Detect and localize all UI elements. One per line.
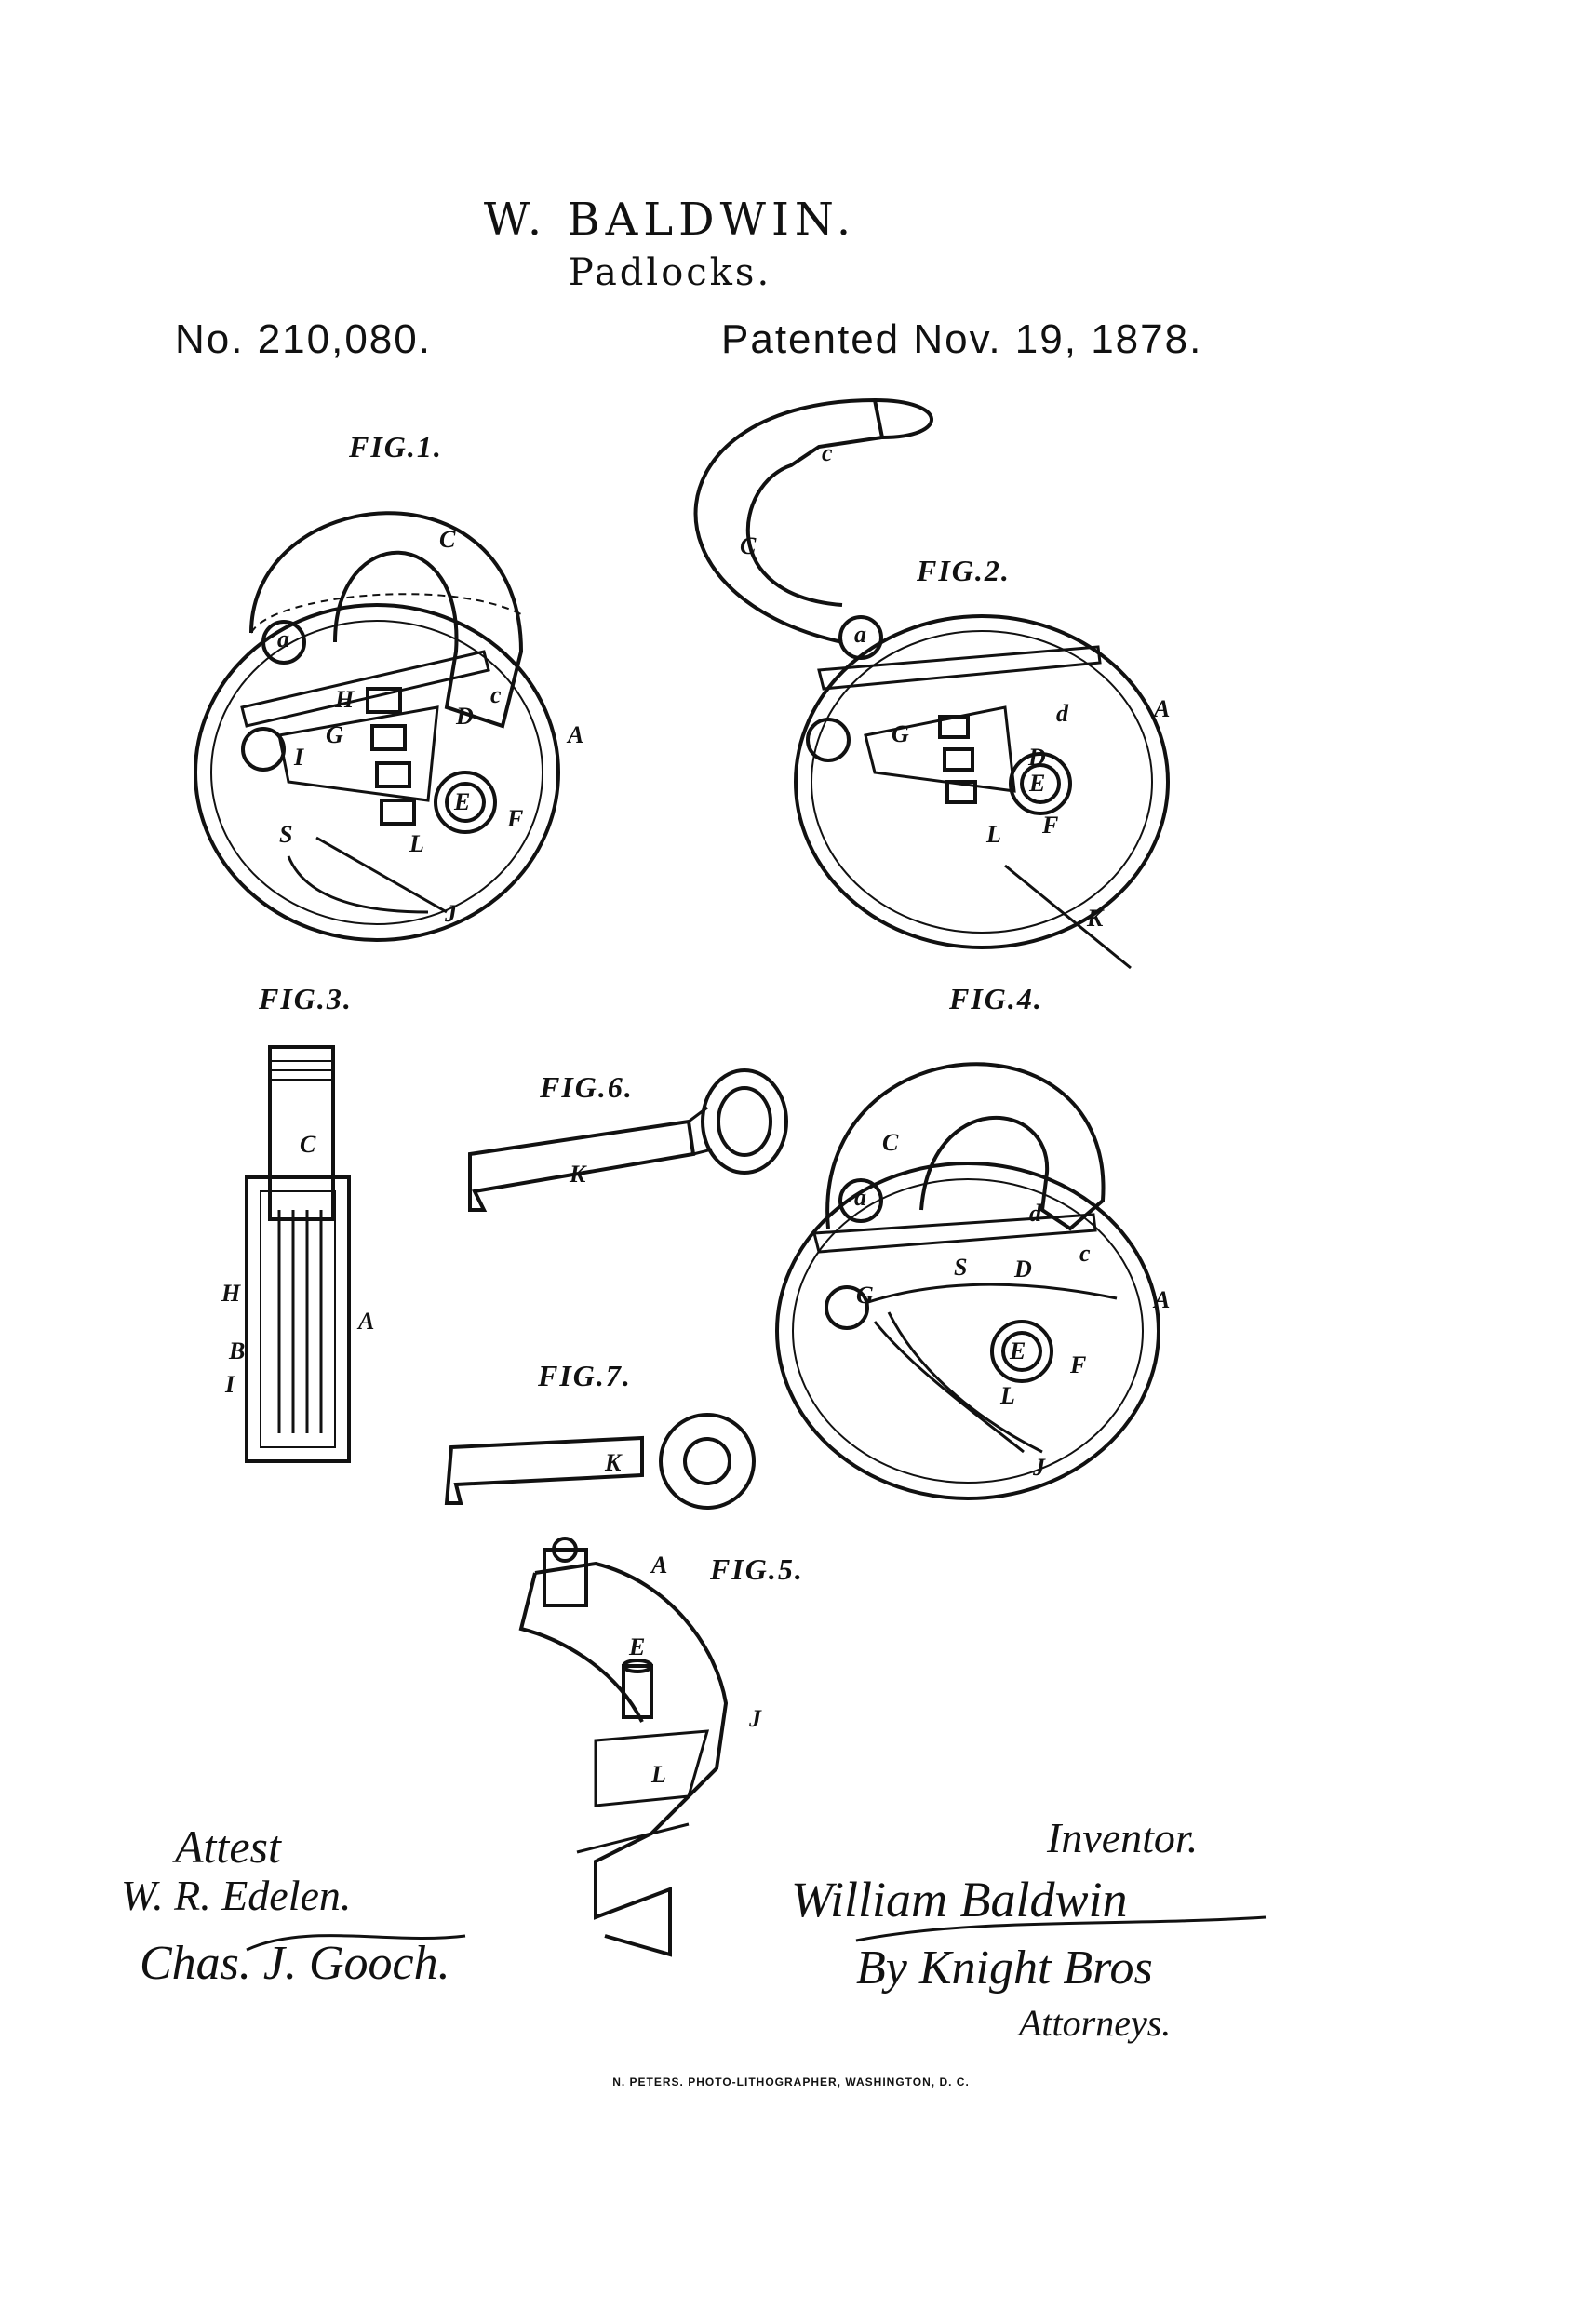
- fig3-section-drawing: [245, 1045, 351, 1463]
- label-c-fig1: c: [490, 681, 502, 708]
- label-B-fig3: B: [228, 1337, 245, 1364]
- label-C-fig3: C: [300, 1131, 316, 1158]
- label-J-fig4: J: [1032, 1454, 1046, 1481]
- label-c-fig4: c: [1079, 1240, 1091, 1267]
- label-H-fig3: H: [221, 1280, 241, 1307]
- label-C-fig1: C: [439, 526, 456, 553]
- label-K-fig2: K: [1086, 905, 1105, 932]
- patent-number: No. 210,080.: [175, 316, 432, 362]
- label-D-fig1: D: [455, 703, 474, 730]
- lithographer-credit: N. PETERS. PHOTO-LITHOGRAPHER, WASHINGTO…: [612, 2075, 970, 2089]
- label-a-fig2: a: [854, 621, 866, 648]
- label-S-fig1: S: [279, 821, 292, 848]
- label-D-fig2: D: [1027, 744, 1046, 771]
- fig5-section-drawing: [518, 1537, 729, 1957]
- label-F-fig2: F: [1041, 812, 1058, 839]
- label-I-fig3: I: [224, 1371, 235, 1398]
- label-L-fig4: L: [999, 1382, 1015, 1409]
- label-J-fig5: J: [748, 1705, 762, 1732]
- label-C-fig4: C: [882, 1129, 899, 1156]
- label-L-fig2: L: [985, 821, 1001, 848]
- fig7-label: FIG.7.: [538, 1359, 632, 1392]
- attest-heading: Attest: [175, 1820, 281, 1873]
- signature-flourishes: [246, 1915, 1267, 1952]
- fig7-key-drawing: [444, 1413, 756, 1510]
- fig6-key-drawing: [468, 1068, 788, 1212]
- fig1-padlock-drawing: [194, 511, 560, 942]
- patent-date: Patented Nov. 19, 1878.: [721, 316, 1203, 362]
- inventor-heading: Inventor.: [1047, 1814, 1199, 1861]
- label-E-fig4: E: [1009, 1337, 1026, 1364]
- fig6-label: FIG.6.: [540, 1070, 634, 1104]
- label-F-fig4: F: [1069, 1351, 1086, 1378]
- label-E-fig2: E: [1028, 770, 1045, 797]
- label-G-fig1: G: [326, 721, 343, 748]
- fig2-label: FIG.2.: [917, 554, 1011, 587]
- fig4-padlock-drawing: [775, 1062, 1160, 1500]
- label-a-fig4: a: [854, 1184, 866, 1211]
- inventor-name: W. BALDWIN.: [483, 194, 857, 246]
- inventor-signature: William Baldwin: [791, 1872, 1128, 1928]
- fig5-label: FIG.5.: [710, 1552, 804, 1586]
- label-c-fig2: c: [822, 439, 833, 466]
- label-G-fig4: G: [856, 1282, 874, 1309]
- fig4-label: FIG.4.: [949, 982, 1043, 1015]
- label-E-fig1: E: [453, 788, 470, 815]
- witness-signature-2: Chas. J. Gooch.: [140, 1937, 450, 1990]
- label-A-fig5: A: [650, 1552, 667, 1578]
- label-d-fig2: d: [1056, 700, 1069, 727]
- fig2-padlock-drawing: [693, 397, 1170, 970]
- part-callouts: C A G H I D E F L S J a c C c A G d D E …: [221, 439, 1170, 1788]
- label-A-fig1: A: [566, 721, 583, 748]
- label-a-fig1: a: [277, 625, 289, 652]
- label-C-fig2: C: [740, 532, 757, 559]
- label-H-fig1: H: [334, 686, 355, 713]
- label-A-fig2: A: [1152, 695, 1170, 722]
- label-D-fig4: D: [1013, 1256, 1032, 1283]
- label-A-fig4: A: [1152, 1286, 1170, 1313]
- label-L-fig5: L: [650, 1761, 666, 1788]
- label-K-fig7: K: [604, 1449, 623, 1476]
- label-d-fig4: d: [1029, 1200, 1042, 1227]
- label-E-fig5: E: [628, 1633, 645, 1660]
- witness-signature-1: W. R. Edelen.: [121, 1872, 352, 1919]
- label-I-fig1: I: [293, 744, 304, 771]
- label-K-fig6: K: [569, 1161, 587, 1188]
- attorney-signature: By Knight Bros: [856, 1941, 1153, 1995]
- label-G-fig2: G: [892, 720, 909, 747]
- fig3-label: FIG.3.: [259, 982, 353, 1015]
- label-J-fig1: J: [444, 900, 458, 927]
- attorneys-label: Attorneys.: [1019, 2002, 1172, 2044]
- patent-subject: Padlocks.: [568, 251, 772, 294]
- label-S-fig4: S: [954, 1254, 967, 1281]
- fig1-label: FIG.1.: [349, 430, 443, 463]
- label-F-fig1: F: [506, 805, 523, 832]
- label-A-fig3: A: [356, 1308, 374, 1335]
- label-L-fig1: L: [409, 830, 424, 857]
